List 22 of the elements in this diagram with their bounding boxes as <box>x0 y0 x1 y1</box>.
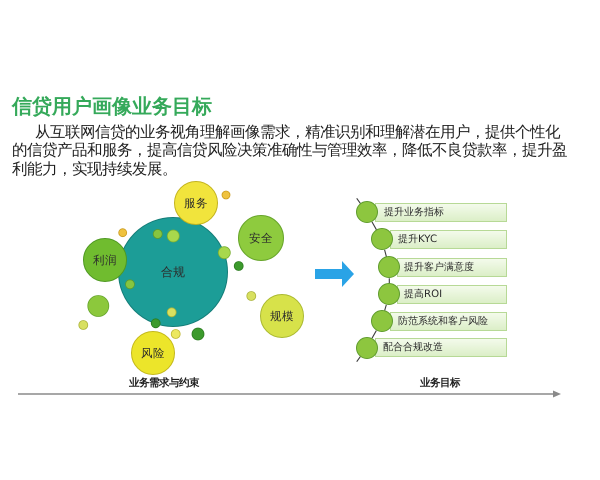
bubble: 合规 <box>118 217 228 327</box>
bubble: 风险 <box>131 331 175 375</box>
string-line <box>384 304 387 311</box>
paragraph: 从互联网信贷的业务视角理解画像需求，精准识别和理解潜在用户，提供个性化的信贷产品和服务，提高信贷风险决策准确性与管理效率，降低不良贷款率，提升盈利能力，实现持续发展。 <box>12 122 568 178</box>
title: 信贷用户画像业务目标 <box>12 94 212 118</box>
bubble: 利润 <box>83 238 127 282</box>
goal-bar: 配合合规改造 <box>374 338 507 358</box>
axis-label: 业务目标 <box>419 376 462 390</box>
axis-label: 业务需求与约束 <box>128 376 200 390</box>
goal-bar: 提升业务指标 <box>374 202 507 222</box>
goal-bar: 提高ROI <box>397 284 507 304</box>
goal-bar: 提升KYC <box>390 230 507 249</box>
goal-bar: 防范系统和客户风险 <box>390 312 507 330</box>
goal-bar: 提升客户满意度 <box>397 258 507 277</box>
bubble: 规模 <box>260 294 304 338</box>
string-line <box>356 356 361 362</box>
string-line <box>372 330 377 338</box>
bubble: 安全 <box>238 215 284 261</box>
string-line <box>384 250 387 257</box>
string-line <box>356 198 361 204</box>
string-line <box>372 222 377 230</box>
bubble: 服务 <box>174 181 218 225</box>
